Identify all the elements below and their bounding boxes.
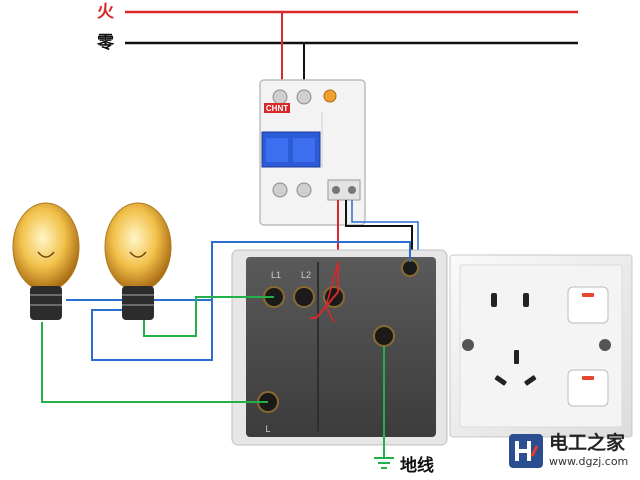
socket-switch-top [567, 286, 609, 324]
site-name: 电工之家 [549, 432, 626, 454]
ground-symbol [374, 457, 394, 469]
ground-label: 地线 [400, 456, 434, 476]
neutral-feed-to-lamps-wire [66, 241, 411, 301]
two-pin-socket [491, 293, 529, 307]
terminal-l1-label: L1 [271, 270, 281, 280]
circuit-breaker [259, 79, 366, 226]
breaker-aux-output-wire [351, 200, 419, 262]
site-url: www.dgzj.com [549, 455, 629, 468]
live-label: 火 [97, 2, 114, 22]
neutral-feed-to-lamp2-wire [91, 300, 213, 361]
breaker-brand: CHNT [266, 104, 288, 113]
site-watermark: 电工之家 www.dgzj.com [505, 430, 633, 474]
live-jumper-wire-2 [325, 261, 339, 323]
neutral-label: 零 [97, 33, 114, 53]
switched-wire-l2 [41, 322, 268, 403]
socket-switch-bottom [567, 369, 609, 407]
terminal-l-label: L [265, 424, 270, 434]
wall-socket-panel [449, 254, 633, 438]
site-logo-icon [509, 434, 543, 468]
live-jumper-wire [310, 262, 339, 319]
terminal-earth [373, 325, 395, 347]
switched-wire-l1 [143, 296, 274, 337]
light-bulb-2 [104, 202, 172, 320]
terminal-l2 [293, 286, 315, 308]
terminal-l2-label: L2 [301, 270, 311, 280]
double-switch-back [231, 249, 448, 446]
breaker-brand-plate [264, 103, 290, 113]
breaker-neutral-output-wire [345, 200, 413, 262]
light-bulb-1 [12, 202, 80, 320]
three-pin-socket [494, 350, 537, 386]
terminal-neutral [401, 259, 419, 277]
